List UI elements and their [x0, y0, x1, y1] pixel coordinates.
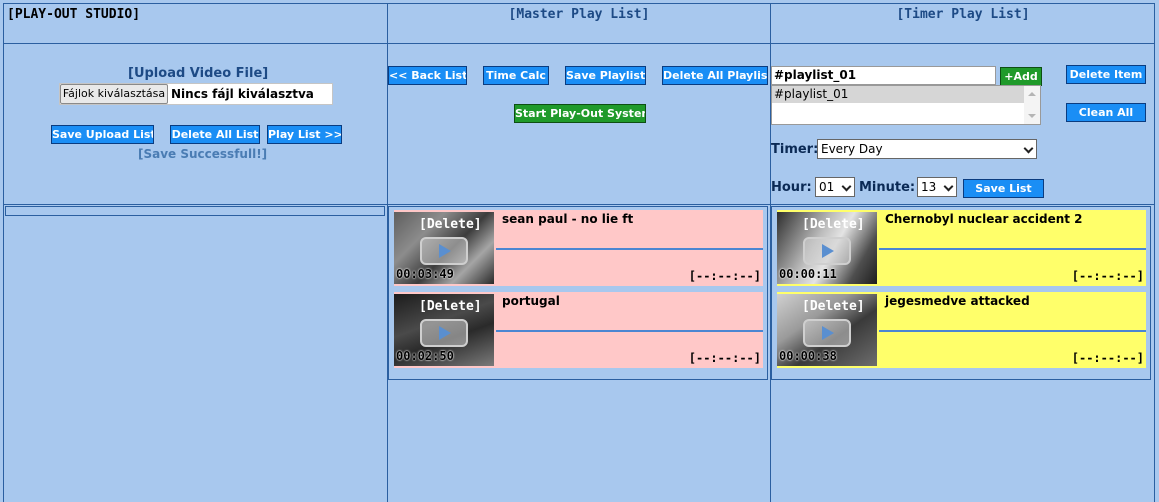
- card-divider: [496, 330, 763, 332]
- controls-divider: [3, 204, 1155, 205]
- video-thumbnail[interactable]: [Delete] 00:03:49: [394, 212, 494, 284]
- delete-all-list-button[interactable]: Delete All List: [170, 125, 260, 144]
- timer-playlist-title: [Timer Play List]: [896, 7, 1030, 22]
- back-list-button[interactable]: << Back List: [388, 66, 467, 85]
- start-playout-button[interactable]: Start Play-Out System: [514, 104, 646, 123]
- video-title: jegesmedve attacked: [885, 294, 1030, 308]
- timer-list-item[interactable]: [Delete] 00:00:38 jegesmedve attacked [-…: [777, 292, 1146, 368]
- play-icon[interactable]: [803, 319, 851, 347]
- time-calc-button[interactable]: Time Calc: [483, 66, 549, 85]
- column-divider: [770, 3, 771, 502]
- video-title: sean paul - no lie ft: [502, 212, 634, 226]
- add-playlist-button[interactable]: +Add: [1000, 67, 1042, 86]
- timer-list-item[interactable]: [Delete] 00:00:11 Chernobyl nuclear acci…: [777, 210, 1146, 286]
- video-thumbnail[interactable]: [Delete] 00:02:50: [394, 294, 494, 366]
- column-divider: [387, 3, 388, 502]
- play-icon[interactable]: [420, 237, 468, 265]
- timer-playlist-panel: [Delete] 00:00:11 Chernobyl nuclear acci…: [771, 206, 1151, 380]
- playlist-option[interactable]: #playlist_01: [772, 86, 1024, 103]
- delete-link[interactable]: [Delete]: [802, 217, 865, 232]
- minute-label: Minute:: [859, 180, 916, 195]
- video-duration: 00:00:11: [779, 267, 837, 281]
- save-status-message: [Save Successfull!]: [138, 147, 268, 161]
- delete-link[interactable]: [Delete]: [419, 299, 482, 314]
- play-icon[interactable]: [420, 319, 468, 347]
- scroll-down-icon[interactable]: [1028, 114, 1036, 118]
- listbox-scrollbar[interactable]: [1024, 86, 1040, 124]
- save-list-button[interactable]: Save List: [963, 179, 1044, 198]
- play-list-button[interactable]: Play List >>: [267, 125, 342, 144]
- delete-link[interactable]: [Delete]: [802, 299, 865, 314]
- app-title: [PLAY-OUT STUDIO]: [7, 7, 141, 22]
- chevron-down-icon: [943, 181, 954, 192]
- save-upload-list-button[interactable]: Save Upload List: [51, 125, 154, 144]
- chevron-down-icon: [1023, 143, 1034, 154]
- scheduled-time: [--:--:--]: [688, 269, 761, 283]
- hour-select[interactable]: 01: [815, 177, 855, 197]
- upload-title: [Upload Video File]: [128, 66, 269, 81]
- page-frame: [3, 3, 1155, 502]
- hour-label: Hour:: [771, 180, 812, 195]
- card-divider: [496, 248, 763, 250]
- file-status: Nincs fájl kiválasztva: [171, 87, 314, 101]
- video-duration: 00:02:50: [396, 349, 454, 363]
- master-list-item[interactable]: [Delete] 00:03:49 sean paul - no lie ft …: [394, 210, 763, 286]
- video-title: portugal: [502, 294, 560, 308]
- playlist-name-input[interactable]: #playlist_01: [771, 66, 996, 85]
- timer-select[interactable]: Every Day: [817, 139, 1037, 159]
- file-input[interactable]: Fájlok kiválasztása Nincs fájl kiválaszt…: [59, 83, 333, 105]
- clean-all-button[interactable]: Clean All: [1066, 103, 1146, 122]
- video-thumbnail[interactable]: [Delete] 00:00:11: [777, 212, 877, 284]
- card-divider: [879, 330, 1146, 332]
- card-divider: [879, 248, 1146, 250]
- hour-select-value: 01: [819, 180, 835, 194]
- scroll-up-icon[interactable]: [1028, 92, 1036, 96]
- video-title: Chernobyl nuclear accident 2: [885, 212, 1083, 226]
- header-divider: [3, 43, 1155, 44]
- minute-select-value: 13: [921, 180, 937, 194]
- scheduled-time: [--:--:--]: [1071, 351, 1144, 365]
- video-duration: 00:03:49: [396, 267, 454, 281]
- chevron-down-icon: [841, 181, 852, 192]
- delete-all-playlist-button[interactable]: Delete All Playlist: [662, 66, 768, 85]
- minute-select[interactable]: 13: [917, 177, 957, 197]
- play-icon[interactable]: [803, 237, 851, 265]
- video-thumbnail[interactable]: [Delete] 00:00:38: [777, 294, 877, 366]
- scheduled-time: [--:--:--]: [1071, 269, 1144, 283]
- delete-link[interactable]: [Delete]: [419, 217, 482, 232]
- timer-select-value: Every Day: [821, 142, 883, 156]
- delete-item-button[interactable]: Delete Item: [1066, 65, 1146, 84]
- master-list-item[interactable]: [Delete] 00:02:50 portugal [--:--:--]: [394, 292, 763, 368]
- master-playlist-title: [Master Play List]: [508, 7, 650, 22]
- timer-label: Timer:: [771, 142, 819, 157]
- upload-file-list: [5, 206, 385, 216]
- video-duration: 00:00:38: [779, 349, 837, 363]
- save-playlist-button[interactable]: Save Playlist: [565, 66, 646, 85]
- playlist-listbox[interactable]: #playlist_01: [771, 85, 1041, 125]
- master-playlist-panel: [Delete] 00:03:49 sean paul - no lie ft …: [388, 206, 768, 380]
- scheduled-time: [--:--:--]: [688, 351, 761, 365]
- choose-file-button[interactable]: Fájlok kiválasztása: [60, 84, 168, 104]
